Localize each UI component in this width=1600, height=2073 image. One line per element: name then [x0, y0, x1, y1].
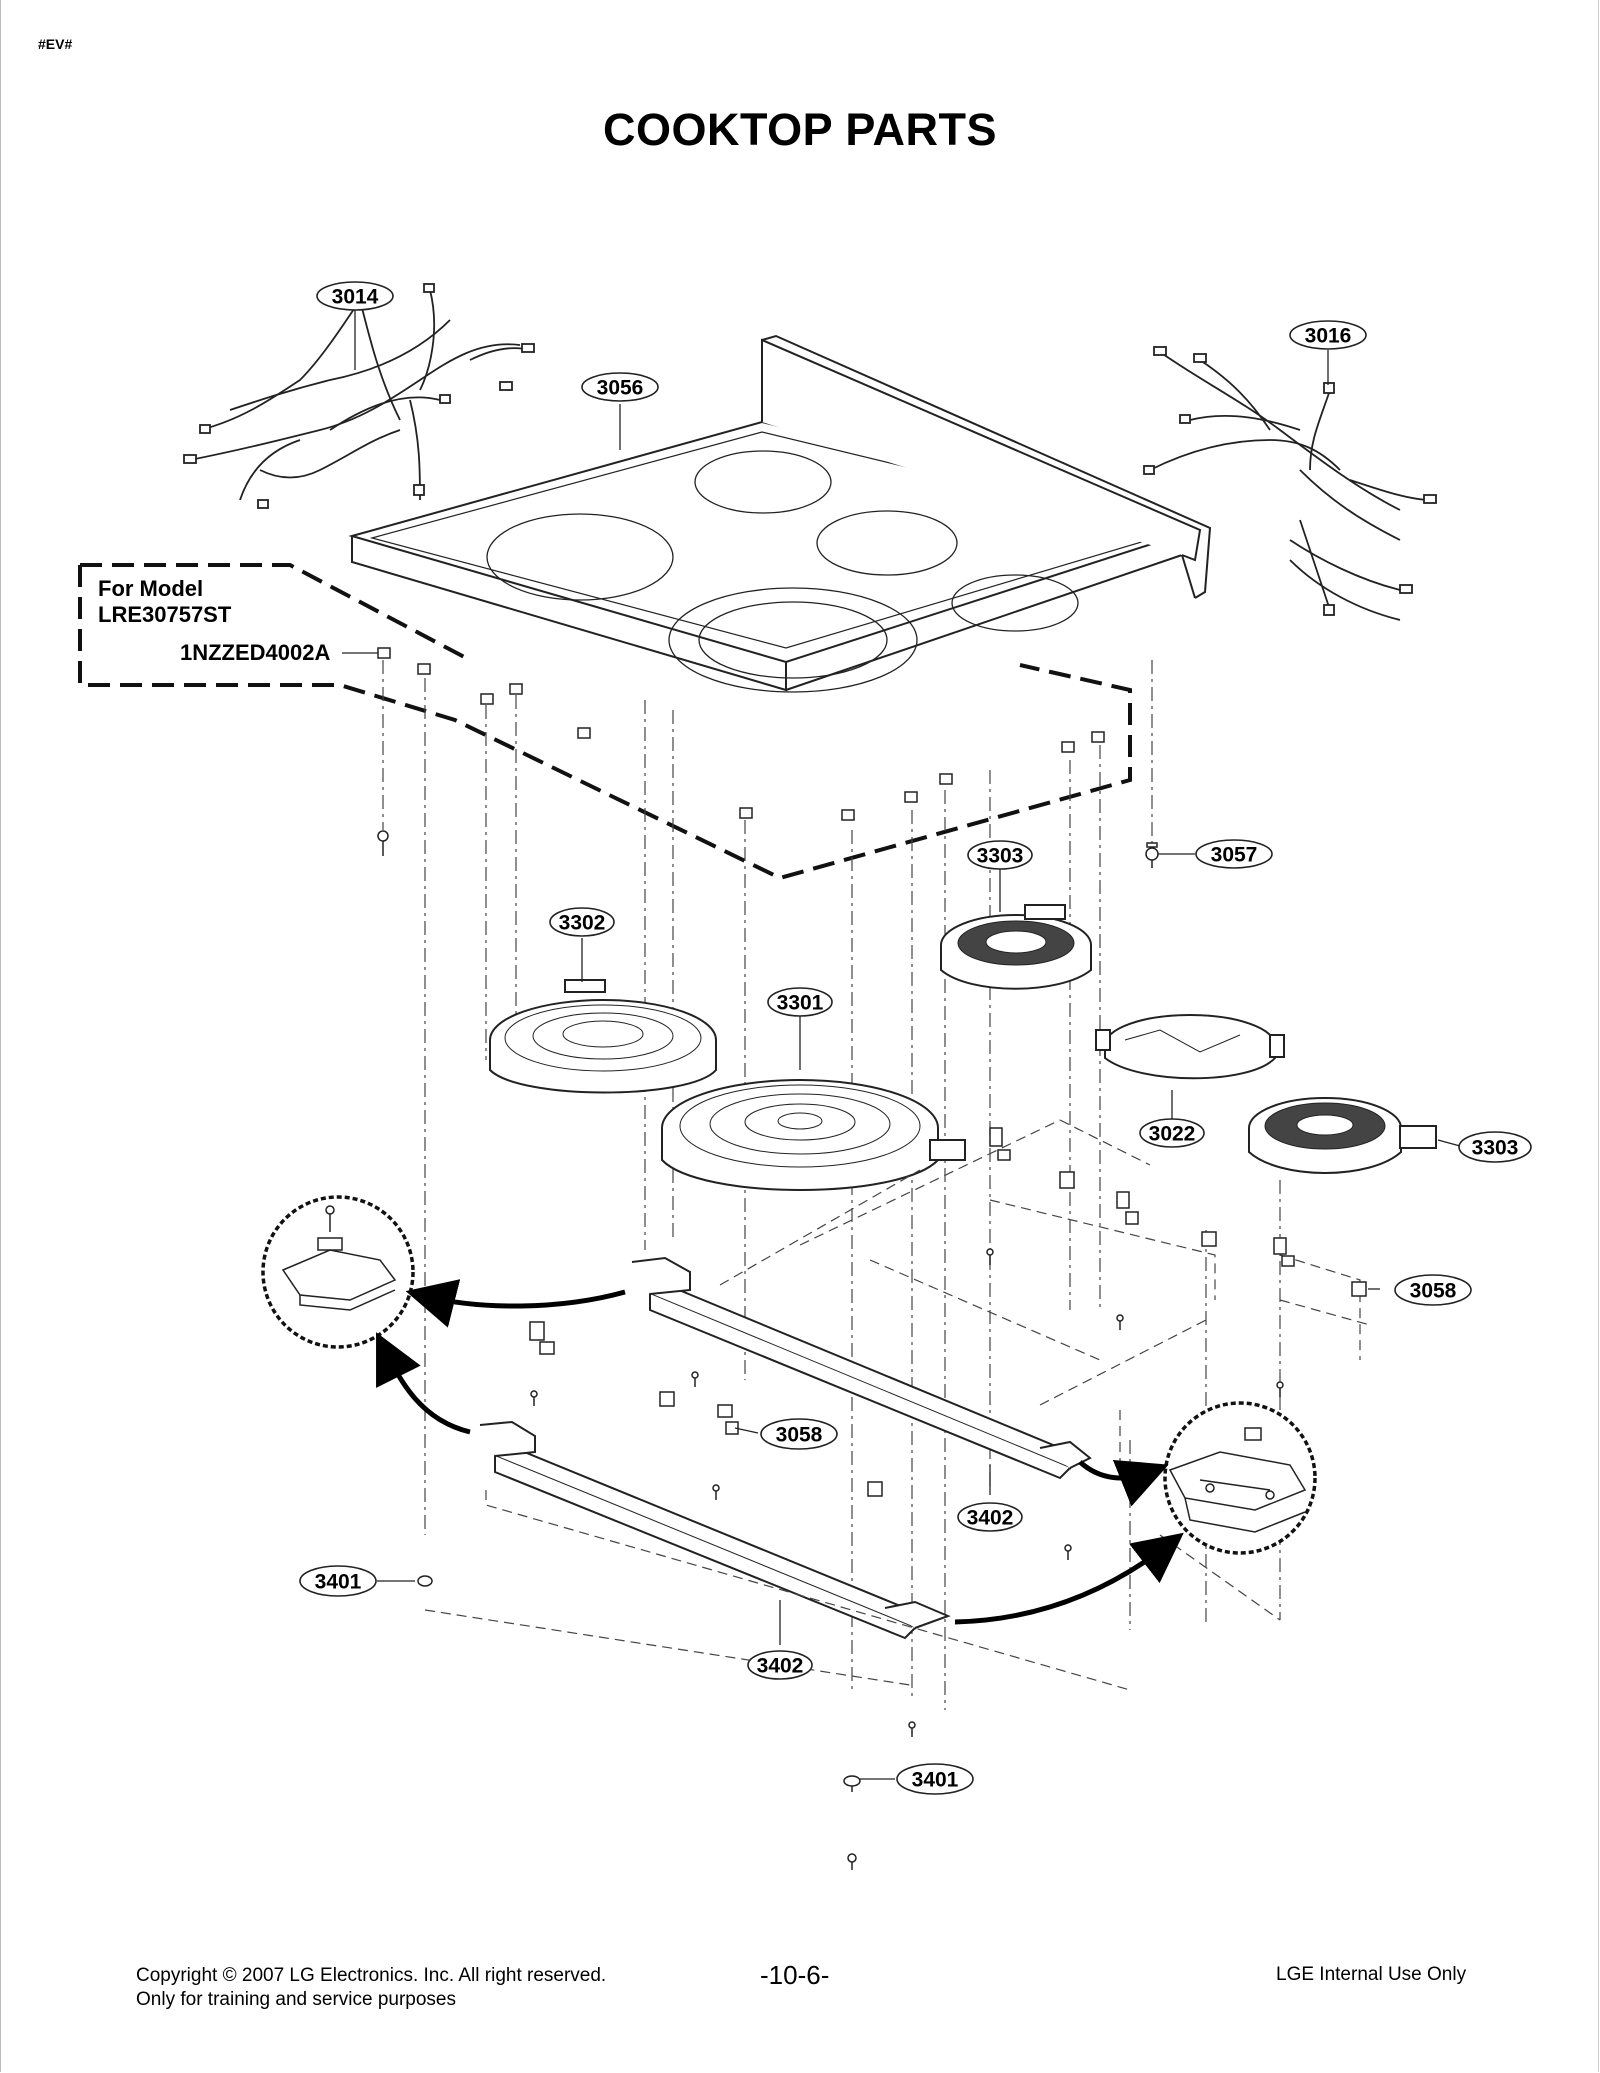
- support-rail-upper: [631, 1256, 1092, 1480]
- mounting-clips: [377, 647, 1105, 821]
- model-note-box: [78, 563, 1132, 881]
- callout-leaders: [342, 308, 1461, 1780]
- callout-3402-lower: 3402: [757, 1655, 804, 1678]
- burner-3302: [489, 979, 717, 1094]
- callout-3402-upper: 3402: [967, 1507, 1014, 1530]
- detail-view-right: [1163, 1401, 1317, 1555]
- burner-3303-right: [1248, 1097, 1437, 1174]
- burner-3301: [661, 1079, 966, 1191]
- document-tag: #EV#: [38, 36, 73, 52]
- screws: [377, 830, 1284, 1870]
- detail-view-right-content: [1168, 1427, 1307, 1533]
- model-note-line1: For Model: [98, 576, 203, 601]
- footer-copyright-block: Copyright © 2007 LG Electronics. Inc. Al…: [136, 1964, 606, 2012]
- wire-harness-right: [1143, 346, 1437, 621]
- footer-copyright: Copyright © 2007 LG Electronics. Inc. Al…: [136, 1965, 607, 1986]
- footer-internal-note: LGE Internal Use Only: [1276, 1964, 1467, 1985]
- callout-3022: 3022: [1149, 1123, 1196, 1146]
- callout-3014: 3014: [332, 286, 379, 309]
- rail-mounting-outline: [424, 1119, 1371, 1691]
- model-note-part: 1NZZED4002A: [180, 640, 331, 665]
- cooktop-glass-top: [348, 334, 1212, 693]
- callout-3401-left: 3401: [315, 1571, 362, 1594]
- callout-3302: 3302: [559, 912, 606, 935]
- footer-training-note: Only for training and service purposes: [136, 1989, 456, 2010]
- callout-3056: 3056: [597, 377, 644, 400]
- callout-3303-top: 3303: [977, 845, 1024, 868]
- rail-clips: [529, 1127, 1367, 1497]
- support-rail-lower: [479, 1420, 951, 1640]
- callout-3303-right: 3303: [1472, 1137, 1519, 1160]
- page-title: COOKTOP PARTS: [602, 104, 998, 155]
- callout-3057: 3057: [1211, 844, 1258, 867]
- wire-harness-left: [183, 283, 535, 509]
- detail-view-left: [261, 1195, 415, 1349]
- callout-3301: 3301: [777, 992, 824, 1015]
- callout-3058-right: 3058: [1410, 1280, 1457, 1303]
- footer-page-number: -10-6-: [760, 1960, 830, 1990]
- callout-3401-bottom: 3401: [912, 1769, 959, 1792]
- detail-view-left-content: [281, 1205, 397, 1311]
- model-note-line2: LRE30757ST: [98, 602, 232, 627]
- callout-3016: 3016: [1305, 325, 1352, 348]
- detail-arrows: [376, 1279, 1184, 1625]
- burner-3303-top: [940, 904, 1092, 990]
- heat-shield-3022: [1095, 1014, 1285, 1080]
- callout-3058-center: 3058: [776, 1424, 823, 1447]
- callout-ovals: [299, 281, 1532, 1795]
